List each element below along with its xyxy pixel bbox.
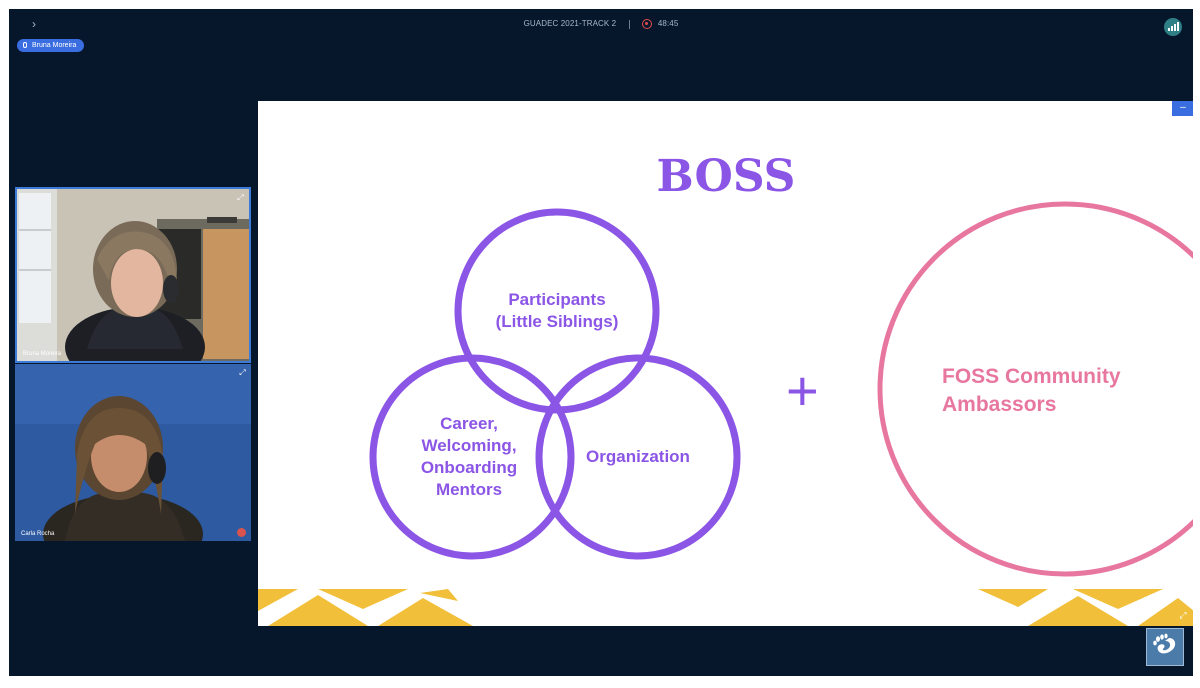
muted-mic-icon <box>237 528 246 537</box>
signal-bars-icon[interactable] <box>1164 18 1182 36</box>
label-line: Mentors <box>435 480 503 499</box>
minimize-presentation-button[interactable]: – <box>1172 101 1193 116</box>
recording-time: 48:45 <box>657 19 679 28</box>
expand-icon[interactable]: ⤢ <box>237 193 244 202</box>
presentation-slide: BOSS Participants (Little Siblings) Care… <box>258 101 1193 626</box>
presenter-name: Bruna Moreira <box>32 42 77 49</box>
conference-window: › GUADEC 2021-TRACK 2 48:45 Bruna Moreir… <box>9 9 1193 676</box>
circle-mentors <box>369 354 575 560</box>
fullscreen-icon[interactable]: ⤢ <box>1179 610 1187 620</box>
label-organization: Organization <box>586 447 690 466</box>
label-line: (Little Siblings) <box>495 312 619 331</box>
top-bar: › GUADEC 2021-TRACK 2 48:45 <box>9 9 1193 41</box>
chevron-right-icon[interactable]: › <box>32 17 36 31</box>
presenter-indicator[interactable]: Bruna Moreira <box>17 39 85 52</box>
webcam-feed-carla <box>15 364 251 541</box>
participant-name: Bruna Moreira <box>23 351 62 357</box>
label-foss-ambassadors: FOSS Community Ambassors <box>942 363 1121 419</box>
slide-title: BOSS <box>656 151 796 202</box>
webcam-feed-bruna <box>17 189 249 361</box>
label-line: Onboarding <box>420 458 518 477</box>
label-line: Career, <box>440 414 498 433</box>
label-line: FOSS Community <box>942 365 1121 388</box>
recording-icon[interactable] <box>641 19 652 29</box>
circle-organization <box>535 354 741 560</box>
venn-diagram <box>258 201 1193 626</box>
video-tile-carla[interactable]: ⤢ Carla Rocha <box>15 364 251 541</box>
expand-icon[interactable]: ⤢ <box>239 368 246 377</box>
circle-foss-ambassadors <box>877 201 1193 577</box>
plus-sign: + <box>786 359 819 422</box>
label-line: Welcoming, <box>421 436 517 455</box>
label-mentors: Career, Welcoming, Onboarding Mentors <box>394 413 544 501</box>
divider <box>628 19 630 29</box>
gnome-foot-logo-icon <box>1146 628 1184 666</box>
video-tile-bruna[interactable]: ⤢ Bruna Moreira <box>15 187 251 363</box>
participant-name: Carla Rocha <box>21 531 55 537</box>
microphone-icon <box>23 42 27 48</box>
label-line: Ambassors <box>942 393 1057 416</box>
label-participants: Participants (Little Siblings) <box>457 289 657 333</box>
label-line: Participants <box>508 290 606 309</box>
meeting-info: GUADEC 2021-TRACK 2 48:45 <box>9 18 1193 30</box>
meeting-name: GUADEC 2021-TRACK 2 <box>523 19 617 28</box>
